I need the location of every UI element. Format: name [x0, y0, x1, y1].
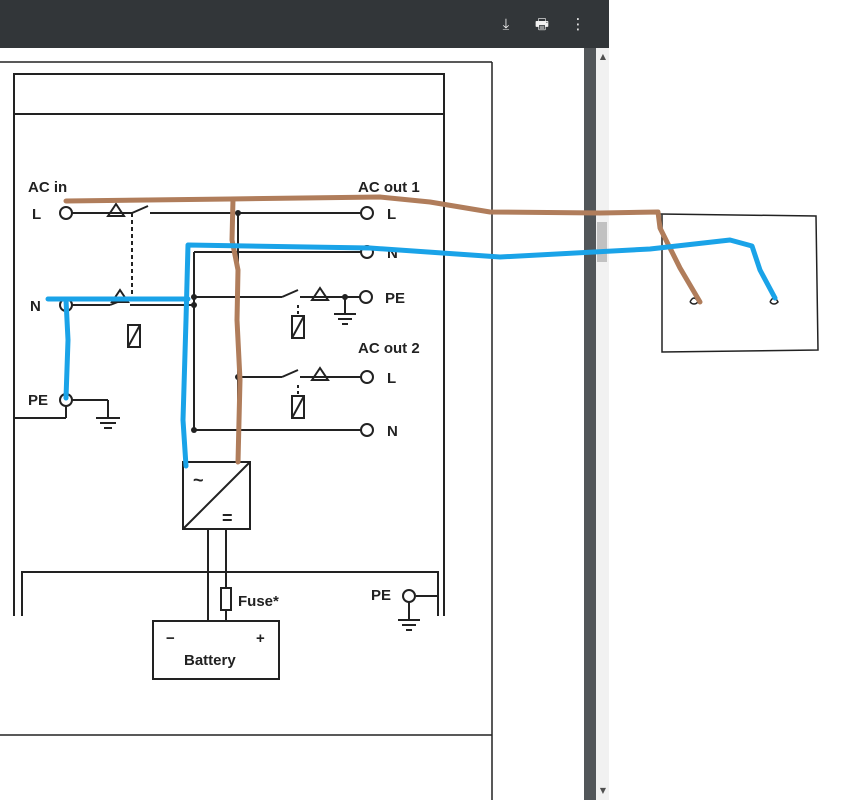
ac-out1-label: AC out 1 — [358, 179, 420, 196]
print-icon[interactable]: 🖶 — [534, 15, 550, 33]
schematic — [14, 202, 438, 680]
ac-out2-label: AC out 2 — [358, 340, 420, 357]
ac-out2-n-label: N — [387, 423, 398, 440]
ac-out2-l-label: L — [387, 370, 396, 387]
ac-out1-pe-label: PE — [385, 290, 405, 307]
outlet-sketch — [659, 213, 819, 353]
scroll-rail — [584, 48, 596, 800]
inverter-ac-symbol: ~ — [193, 470, 204, 490]
brown-wire — [63, 194, 703, 465]
page-frame — [0, 61, 493, 800]
scroll-thumb[interactable] — [597, 222, 607, 262]
pdf-viewer — [0, 48, 584, 800]
scroll-up-arrow[interactable]: ▲ — [599, 52, 607, 61]
fuse-label: Fuse* — [238, 593, 279, 610]
pe-bottom-label: PE — [371, 587, 391, 604]
scrollbar[interactable]: ▲ ▼ — [584, 48, 609, 800]
ac-out1-l-label: L — [387, 206, 396, 223]
ac-in-l-label: L — [32, 206, 41, 223]
ac-out1-n-label: N — [387, 245, 398, 262]
pdf-toolbar: ⤓ 🖶 ⋮ — [0, 0, 609, 48]
download-icon[interactable]: ⤓ — [502, 15, 510, 33]
ac-in-pe-label: PE — [28, 392, 48, 409]
more-vert-icon[interactable]: ⋮ — [570, 15, 586, 33]
ac-in-label: AC in — [28, 179, 67, 196]
ac-in-n-label: N — [30, 298, 41, 315]
inverter-dc-symbol: = — [222, 508, 233, 528]
battery-minus-label: − — [166, 630, 175, 647]
scroll-down-arrow[interactable]: ▼ — [599, 786, 607, 795]
battery-label: Battery — [184, 652, 236, 669]
battery-plus-label: + — [256, 630, 265, 647]
blue-wire — [45, 237, 778, 469]
